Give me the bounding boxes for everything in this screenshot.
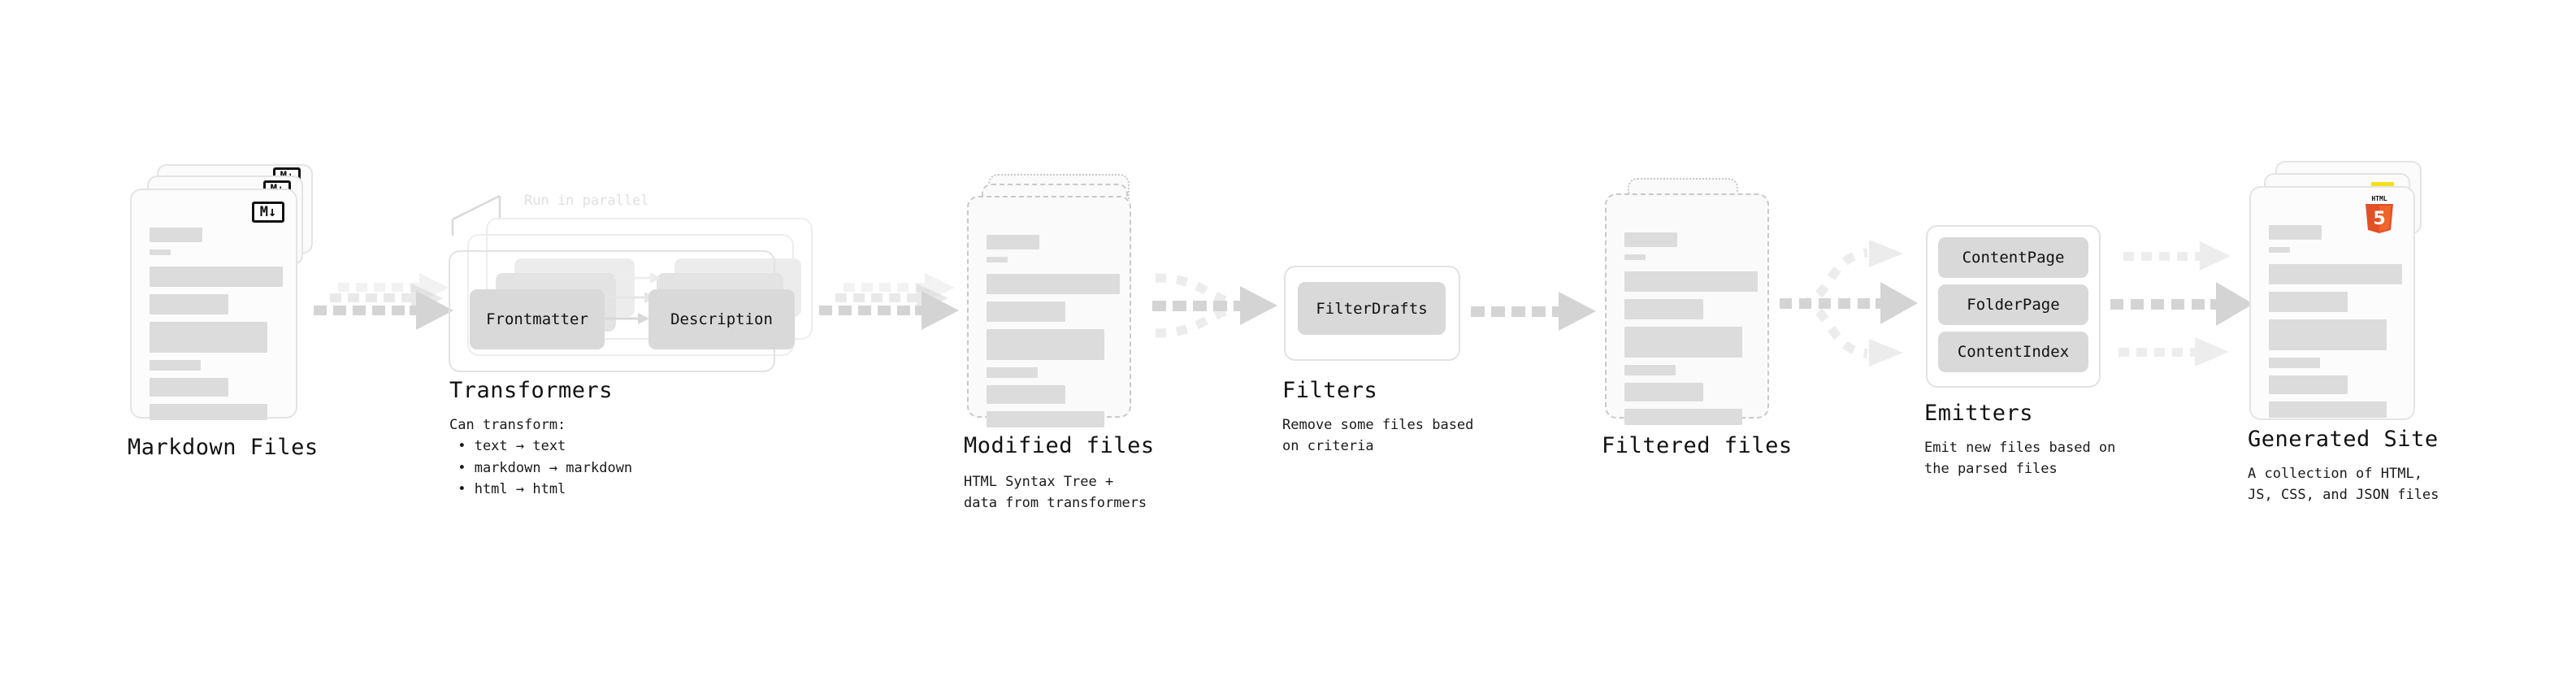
doc-line xyxy=(1624,409,1742,425)
site-card-front-html xyxy=(2249,186,2415,420)
emitter-chip-contentpage[interactable]: ContentPage xyxy=(1938,237,2088,278)
doc-line xyxy=(987,235,1039,249)
doc-line xyxy=(987,301,1065,322)
doc-line xyxy=(987,329,1104,360)
arrow-filtered-to-emitters xyxy=(1780,240,1918,367)
doc-line xyxy=(2269,292,2348,312)
stage-title-filtered-files: Filtered files xyxy=(1602,433,1793,458)
stage-title-transformers: Transformers xyxy=(449,378,614,403)
filtered-card-front xyxy=(1605,193,1769,425)
filtered-card-lines xyxy=(1624,232,1758,432)
doc-line xyxy=(987,274,1120,294)
transformer-chip-frontmatter[interactable]: Frontmatter xyxy=(470,289,605,349)
markdown-card-lines xyxy=(150,228,283,427)
markdown-card-front xyxy=(130,189,297,420)
stage-title-markdown-files: Markdown Files xyxy=(128,435,319,460)
stage-subtitle-emitters: Emit new files based on the parsed files xyxy=(1924,440,2116,478)
doc-line xyxy=(2269,401,2387,418)
emitter-chip-contentindex[interactable]: ContentIndex xyxy=(1938,332,2088,372)
doc-line xyxy=(150,322,267,353)
stage-title-generated-site: Generated Site xyxy=(2248,427,2439,452)
emitter-chip-folderpage[interactable]: FolderPage xyxy=(1938,284,2088,325)
transformer-chip-description[interactable]: Description xyxy=(648,289,795,349)
doc-line xyxy=(150,228,202,242)
doc-line xyxy=(150,404,267,420)
stage-subtitle-transformers: Can transform: • text → text • markdown … xyxy=(449,417,633,498)
filter-chip-filterdrafts[interactable]: FilterDrafts xyxy=(1298,282,1446,335)
markdown-icon-label-front: M↓ xyxy=(259,203,277,220)
modified-card-front xyxy=(967,196,1131,427)
doc-line xyxy=(1624,299,1703,319)
arrow-transformers-to-modified xyxy=(819,273,959,330)
doc-line xyxy=(2269,225,2322,240)
stage-title-modified-files: Modified files xyxy=(964,433,1155,458)
doc-line xyxy=(2269,264,2402,284)
doc-line xyxy=(2269,247,2290,253)
doc-line xyxy=(1624,254,1646,260)
arrow-filters-to-filtered xyxy=(1471,292,1596,331)
stage-subtitle-modified-files: HTML Syntax Tree + data from transformer… xyxy=(964,474,1147,512)
doc-line xyxy=(2269,319,2387,350)
doc-line xyxy=(1624,365,1676,375)
stage-subtitle-generated-site: A collection of HTML, JS, CSS, and JSON … xyxy=(2248,466,2439,504)
run-in-parallel-label: Run in parallel xyxy=(524,193,649,209)
doc-line xyxy=(1624,232,1677,247)
modified-card-lines xyxy=(987,235,1120,435)
doc-line xyxy=(150,294,228,314)
arrow-markdown-to-transformers xyxy=(314,273,453,330)
stage-title-emitters: Emitters xyxy=(1924,401,2034,426)
doc-line xyxy=(150,267,283,287)
doc-line xyxy=(987,367,1038,378)
doc-line xyxy=(987,385,1065,404)
doc-line xyxy=(1624,327,1742,358)
arrow-modified-to-filters xyxy=(1152,273,1277,338)
arrow-emitters-to-site xyxy=(2110,241,2253,367)
stage-title-filters: Filters xyxy=(1282,378,1378,403)
doc-line xyxy=(2269,358,2320,368)
doc-line xyxy=(1624,271,1758,292)
site-card-lines xyxy=(2269,225,2402,425)
doc-line xyxy=(987,257,1008,262)
markdown-icon-front: M↓ xyxy=(252,202,284,223)
doc-line xyxy=(150,360,201,371)
doc-line xyxy=(987,411,1104,427)
doc-line xyxy=(2269,375,2348,394)
doc-line xyxy=(1624,383,1703,401)
stage-subtitle-filters: Remove some files based on criteria xyxy=(1282,417,1474,455)
doc-line xyxy=(150,249,171,255)
doc-line xyxy=(150,378,228,397)
